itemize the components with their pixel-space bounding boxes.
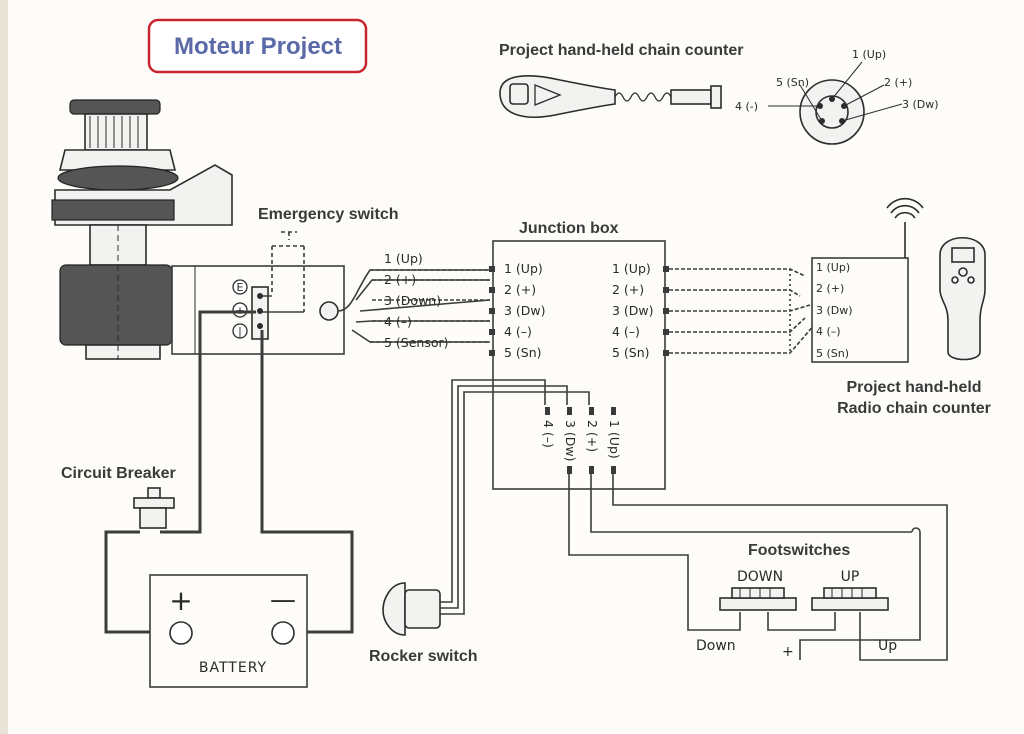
cable-pin-3: 3 (Down) (384, 293, 441, 308)
socket-pin-5: 5 (Sn) (776, 76, 809, 89)
jb-bottom-pin-4: 4 (–) (541, 420, 556, 448)
circuit-breaker-label: Circuit Breaker (61, 465, 176, 482)
cable-pin-4: 4 (–) (384, 314, 412, 329)
jb-right-pin-5: 5 (Sn) (612, 345, 650, 360)
rocker-switch-label: Rocker switch (369, 648, 477, 665)
radio-pin-4: 4 (–) (816, 325, 841, 338)
cable-pin-1: 1 (Up) (384, 251, 423, 266)
wire-up-label: Up (878, 638, 897, 654)
windlass-motor: E + | (51, 99, 345, 360)
chain-counter-label: Project hand-held chain counter (499, 42, 743, 59)
jb-bottom-pin-1: 1 (Up) (607, 420, 622, 459)
jb-right-pin-2: 2 (+) (612, 282, 644, 297)
jb-left-pin-2: 2 (+) (504, 282, 536, 297)
jb-left-pin-3: 3 (Dw) (504, 303, 546, 318)
junction-box-label: Junction box (519, 220, 619, 237)
motor-cable: 1 (Up) 2 (+) 3 (Down) 4 (–) 5 (Sensor) (337, 251, 491, 350)
rocker-wiring (440, 379, 590, 615)
battery-circuit (104, 310, 354, 634)
footswitch-up-label: UP (841, 569, 860, 585)
cable-pin-5: 5 (Sensor) (384, 335, 449, 350)
terminal-e: E (237, 281, 244, 294)
footswitch-up (811, 587, 889, 611)
circuit-breaker: Circuit Breaker (61, 465, 176, 529)
jb-left-pin-4: 4 (–) (504, 324, 532, 339)
radio-counter-label-1: Project hand-held (846, 379, 981, 396)
terminal-minus: | (238, 325, 242, 338)
emergency-switch: Emergency switch (258, 206, 399, 313)
connector-socket: 1 (Up) 2 (+) 3 (Dw) 4 (-) 5 (Sn) (735, 48, 939, 145)
radio-cable (669, 268, 816, 354)
page-title: Moteur Project (174, 33, 342, 60)
radio-handset (939, 236, 986, 361)
junction-box: Junction box 1 (Up) 2 (+) 3 (Dw) 4 (–) 5… (489, 220, 669, 490)
footswitch-wiring (568, 474, 948, 661)
radio-pin-3: 3 (Dw) (816, 304, 853, 317)
cable-pin-2: 2 (+) (384, 272, 416, 287)
jb-bottom-pin-2: 2 (+) (585, 420, 600, 452)
battery-plus-sign: + (169, 584, 192, 617)
battery-label: BATTERY (199, 660, 267, 676)
jb-left-pin-5: 5 (Sn) (504, 345, 542, 360)
title-box: Moteur Project (147, 18, 368, 74)
jb-right-pin-4: 4 (–) (612, 324, 640, 339)
footswitch-down (719, 587, 797, 611)
socket-pin-1: 1 (Up) (852, 48, 886, 61)
rocker-switch: Rocker switch (369, 582, 477, 665)
jb-bottom-pin-3: 3 (Dw) (563, 420, 578, 462)
radio-receiver: 1 (Up) 2 (+) 3 (Dw) 4 (–) 5 (Sn) (811, 197, 924, 363)
footswitches: Footswitches DOWN UP Down Up + (696, 542, 897, 660)
jb-left-pin-1: 1 (Up) (504, 261, 543, 276)
wire-down-label: Down (696, 638, 736, 654)
radio-pin-5: 5 (Sn) (816, 347, 849, 360)
radio-pin-2: 2 (+) (816, 282, 844, 295)
socket-pin-3: 3 (Dw) (902, 98, 939, 111)
radio-counter-label-2: Radio chain counter (837, 400, 991, 417)
wire-plus-label: + (782, 644, 794, 660)
jb-right-pin-3: 3 (Dw) (612, 303, 654, 318)
emergency-switch-label: Emergency switch (258, 206, 399, 223)
socket-pin-4: 4 (-) (735, 100, 758, 113)
jb-right-pin-1: 1 (Up) (612, 261, 651, 276)
radio-pin-1: 1 (Up) (816, 261, 850, 274)
battery-minus-sign: — (270, 585, 296, 615)
socket-pin-2: 2 (+) (884, 76, 912, 89)
page-edge (0, 0, 8, 734)
footswitch-down-label: DOWN (737, 569, 783, 585)
footswitches-label: Footswitches (748, 542, 850, 559)
chain-counter: Project hand-held chain counter (499, 42, 743, 118)
battery: + — BATTERY (149, 574, 308, 688)
